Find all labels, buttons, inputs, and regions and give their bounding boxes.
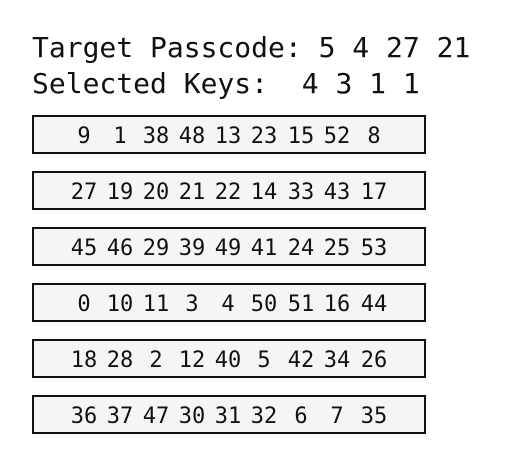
key-button[interactable]: 25: [323, 236, 351, 261]
key-button[interactable]: 38: [142, 124, 170, 149]
key-button[interactable]: 39: [178, 236, 206, 261]
target-passcode-label: Target Passcode:: [32, 31, 302, 64]
key-button[interactable]: 43: [323, 180, 351, 205]
key-row-2: 27 19 20 21 22 14 33 43 17: [32, 171, 426, 210]
key-button[interactable]: 35: [360, 404, 388, 429]
key-button[interactable]: 26: [360, 348, 388, 373]
key-button[interactable]: 41: [250, 236, 278, 261]
key-button[interactable]: 46: [106, 236, 134, 261]
key-button[interactable]: 23: [250, 124, 278, 149]
key-button[interactable]: 11: [142, 292, 170, 317]
key-button[interactable]: 27: [70, 180, 98, 205]
key-button[interactable]: 51: [287, 292, 315, 317]
key-button[interactable]: 31: [214, 404, 242, 429]
key-row-3: 45 46 29 39 49 41 24 25 53: [32, 227, 426, 266]
key-button[interactable]: 7: [330, 404, 344, 429]
key-button[interactable]: 17: [360, 180, 388, 205]
key-row-1: 9 1 38 48 13 23 15 52 8: [32, 115, 426, 154]
key-button[interactable]: 16: [323, 292, 351, 317]
key-button[interactable]: 24: [287, 236, 315, 261]
key-button[interactable]: 45: [70, 236, 98, 261]
key-button[interactable]: 8: [367, 124, 381, 149]
key-row-4: 0 10 11 3 4 50 51 16 44: [32, 283, 426, 322]
key-button[interactable]: 10: [106, 292, 134, 317]
key-button[interactable]: 19: [106, 180, 134, 205]
key-button[interactable]: 18: [70, 348, 98, 373]
key-button[interactable]: 22: [214, 180, 242, 205]
key-button[interactable]: 49: [214, 236, 242, 261]
key-button[interactable]: 52: [323, 124, 351, 149]
key-row-6: 36 37 47 30 31 32 6 7 35: [32, 395, 426, 434]
key-button[interactable]: 47: [142, 404, 170, 429]
key-button[interactable]: 30: [178, 404, 206, 429]
target-passcode-line: Target Passcode: 5 4 27 21: [32, 30, 470, 66]
key-button[interactable]: 4: [221, 292, 235, 317]
key-button[interactable]: 3: [185, 292, 199, 317]
key-button[interactable]: 29: [142, 236, 170, 261]
target-passcode-value: 5 4 27 21: [318, 31, 471, 64]
key-button[interactable]: 5: [257, 348, 271, 373]
key-button[interactable]: 15: [287, 124, 315, 149]
key-button[interactable]: 9: [77, 124, 91, 149]
key-button[interactable]: 42: [287, 348, 315, 373]
key-button[interactable]: 28: [106, 348, 134, 373]
key-button[interactable]: 20: [142, 180, 170, 205]
key-button[interactable]: 6: [294, 404, 308, 429]
selected-keys-value: 4 3 1 1: [301, 67, 420, 100]
key-button[interactable]: 40: [214, 348, 242, 373]
key-button[interactable]: 36: [70, 404, 98, 429]
key-button[interactable]: 37: [106, 404, 134, 429]
key-button[interactable]: 33: [287, 180, 315, 205]
key-button[interactable]: 13: [214, 124, 242, 149]
key-button[interactable]: 32: [250, 404, 278, 429]
key-button[interactable]: 50: [250, 292, 278, 317]
key-button[interactable]: 2: [149, 348, 163, 373]
key-button[interactable]: 34: [323, 348, 351, 373]
selected-keys-label: Selected Keys:: [32, 67, 269, 100]
key-button[interactable]: 14: [250, 180, 278, 205]
key-button[interactable]: 1: [113, 124, 127, 149]
key-row-5: 18 28 2 12 40 5 42 34 26: [32, 339, 426, 378]
selected-keys-line: Selected Keys: 4 3 1 1: [32, 66, 420, 102]
key-button[interactable]: 48: [178, 124, 206, 149]
key-button[interactable]: 44: [360, 292, 388, 317]
key-button[interactable]: 12: [178, 348, 206, 373]
key-button[interactable]: 21: [178, 180, 206, 205]
key-button[interactable]: 53: [360, 236, 388, 261]
key-button[interactable]: 0: [77, 292, 91, 317]
